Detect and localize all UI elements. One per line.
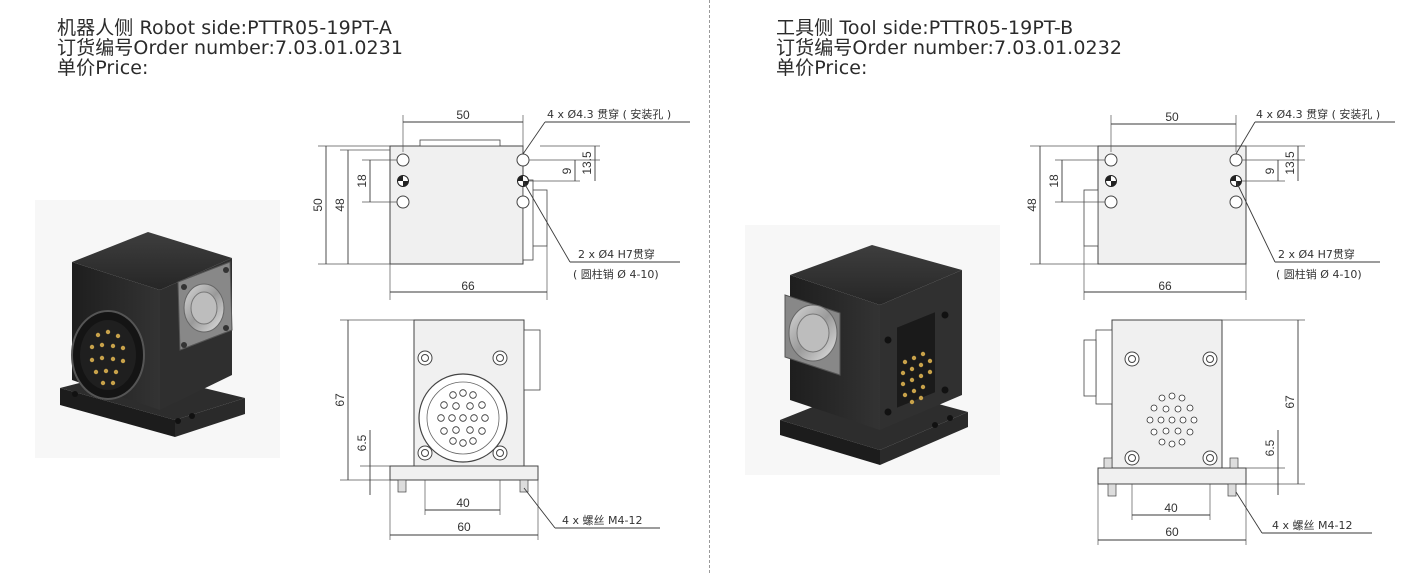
- tool-dim-67: 67: [1283, 395, 1297, 409]
- tool-side-title: 工具侧 Tool side:PTTR05-19PT-B: [776, 17, 1074, 39]
- robot-note-pin-holes: 2 x Ø4 H7贯穿: [578, 247, 655, 261]
- robot-side-title: 机器人侧 Robot side:PTTR05-19PT-A: [57, 17, 392, 39]
- robot-dim-18: 18: [355, 174, 369, 188]
- robot-side-front-view: 67 6.5 40 60 4 x 螺丝 M4-12: [333, 319, 660, 540]
- robot-side-product-photo: [35, 200, 280, 458]
- robot-side-top-view: 50 50 48 18 9 13.5 66: [311, 107, 690, 300]
- tool-note-screws: 4 x 螺丝 M4-12: [1272, 519, 1352, 532]
- robot-dim-40: 40: [456, 496, 470, 510]
- robot-side-price: 单价Price:: [57, 57, 149, 79]
- tool-note-pin-spec: ( 圆柱销 Ø 4-10): [1276, 267, 1362, 281]
- tool-side-top-view: 50 48 18 9 13.5 66 4 x Ø4.3 贯穿 ( 安装孔 ): [1025, 107, 1395, 300]
- tool-note-mount-holes: 4 x Ø4.3 贯穿 ( 安装孔 ): [1256, 107, 1380, 121]
- tool-dim-60: 60: [1165, 525, 1179, 539]
- tool-dim-50-top: 50: [1165, 110, 1179, 124]
- robot-dim-9: 9: [560, 167, 574, 174]
- tool-dim-18: 18: [1047, 174, 1061, 188]
- robot-dim-67: 67: [333, 393, 347, 407]
- tool-dim-9: 9: [1263, 167, 1277, 174]
- robot-dim-60: 60: [457, 520, 471, 534]
- robot-note-mount-holes: 4 x Ø4.3 贯穿 ( 安装孔 ): [547, 107, 671, 121]
- tool-dim-6-5: 6.5: [1263, 439, 1277, 456]
- tool-side-price: 单价Price:: [776, 57, 868, 79]
- tool-side-product-photo: [745, 225, 1000, 475]
- robot-dim-13-5: 13.5: [580, 151, 594, 175]
- robot-note-pin-spec: ( 圆柱销 Ø 4-10): [573, 267, 659, 281]
- robot-dim-48: 48: [333, 198, 347, 212]
- tool-side-order-number: 订货编号Order number:7.03.01.0232: [776, 37, 1123, 59]
- tool-dim-13-5: 13.5: [1283, 151, 1297, 175]
- tool-dim-66: 66: [1158, 279, 1172, 293]
- robot-side-header: 机器人侧 Robot side:PTTR05-19PT-A 订货编号Order …: [57, 18, 403, 78]
- center-divider: [709, 0, 710, 573]
- tool-side-front-view: 67 6.5 40 60 4 x 螺丝 M4-12: [1083, 319, 1372, 545]
- robot-dim-6-5: 6.5: [355, 434, 369, 451]
- tool-dim-40: 40: [1164, 501, 1178, 515]
- robot-dim-66: 66: [461, 279, 475, 293]
- tool-dim-48: 48: [1025, 198, 1039, 212]
- tool-side-header: 工具侧 Tool side:PTTR05-19PT-B 订货编号Order nu…: [776, 18, 1122, 78]
- tool-note-pin-holes: 2 x Ø4 H7贯穿: [1278, 247, 1355, 261]
- robot-dim-50-left: 50: [311, 198, 325, 212]
- robot-dim-50-top: 50: [456, 108, 470, 122]
- robot-side-order-number: 订货编号Order number:7.03.01.0231: [57, 37, 404, 59]
- robot-note-screws: 4 x 螺丝 M4-12: [562, 514, 642, 527]
